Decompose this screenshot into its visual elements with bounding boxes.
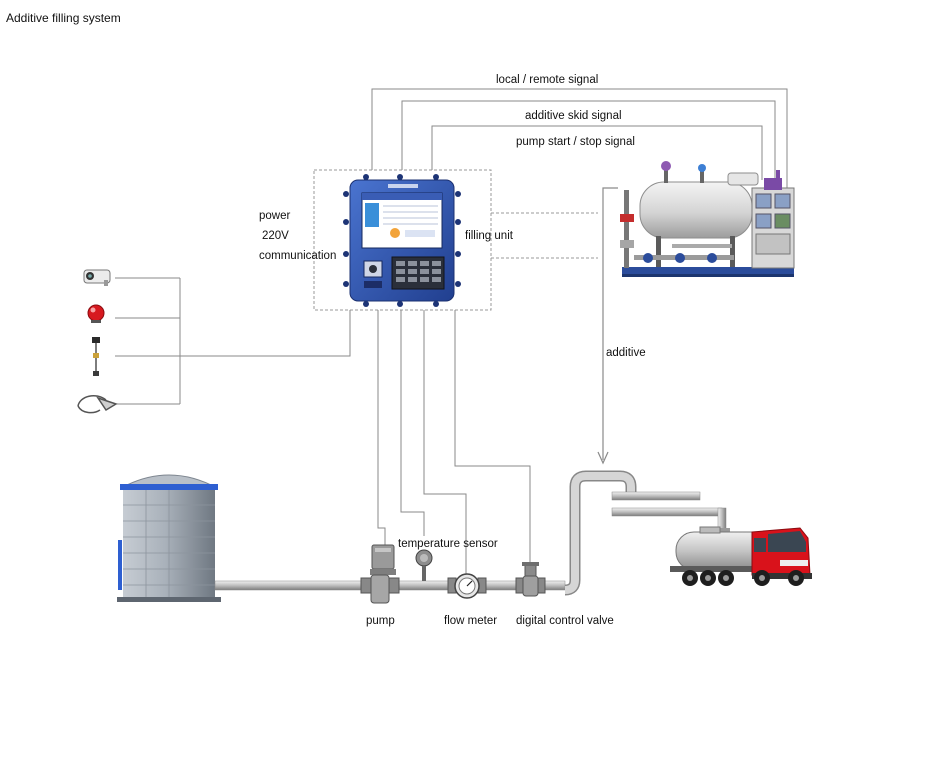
additive-label: additive (606, 347, 646, 359)
voltage-label: 220V (262, 230, 289, 242)
additive-skid-signal-line (401, 100, 776, 190)
local-remote-signal-line (371, 88, 788, 190)
controller-boundary (313, 169, 492, 311)
camera-icon (83, 269, 111, 286)
local-remote-signal-label: local / remote signal (496, 74, 599, 86)
temperature-sensor-label: temperature sensor (398, 538, 498, 550)
grounding-clamp-icon (77, 394, 118, 414)
additive-skid-signal-label: additive skid signal (525, 110, 622, 122)
alarm-light-icon (87, 304, 105, 323)
additive-line (597, 187, 618, 465)
pump-start-stop-signal-line (431, 125, 763, 180)
filling-unit-label: filling unit (465, 230, 513, 242)
field-wiring (377, 310, 531, 575)
pump (360, 544, 400, 604)
additive-skid (620, 161, 795, 277)
tanker-truck (670, 526, 812, 586)
storage-tank (117, 474, 221, 602)
filling-unit-links (491, 212, 598, 259)
flow-meter (447, 573, 487, 599)
filling-controller (343, 174, 461, 307)
communication-label: communication (259, 250, 337, 262)
flow-meter-label: flow meter (444, 615, 498, 627)
level-probe-icon (92, 337, 100, 376)
page-title: Additive filling system (6, 11, 121, 25)
pump-start-stop-signal-label: pump start / stop signal (516, 136, 635, 148)
temperature-sensor (415, 549, 433, 581)
device-bus (115, 277, 351, 405)
pump-label: pump (366, 615, 395, 627)
digital-control-valve (515, 562, 546, 597)
digital-control-valve-label: digital control valve (516, 615, 614, 627)
main-pipeline (214, 470, 730, 596)
signal-lines (371, 88, 788, 190)
power-label: power (259, 210, 291, 222)
